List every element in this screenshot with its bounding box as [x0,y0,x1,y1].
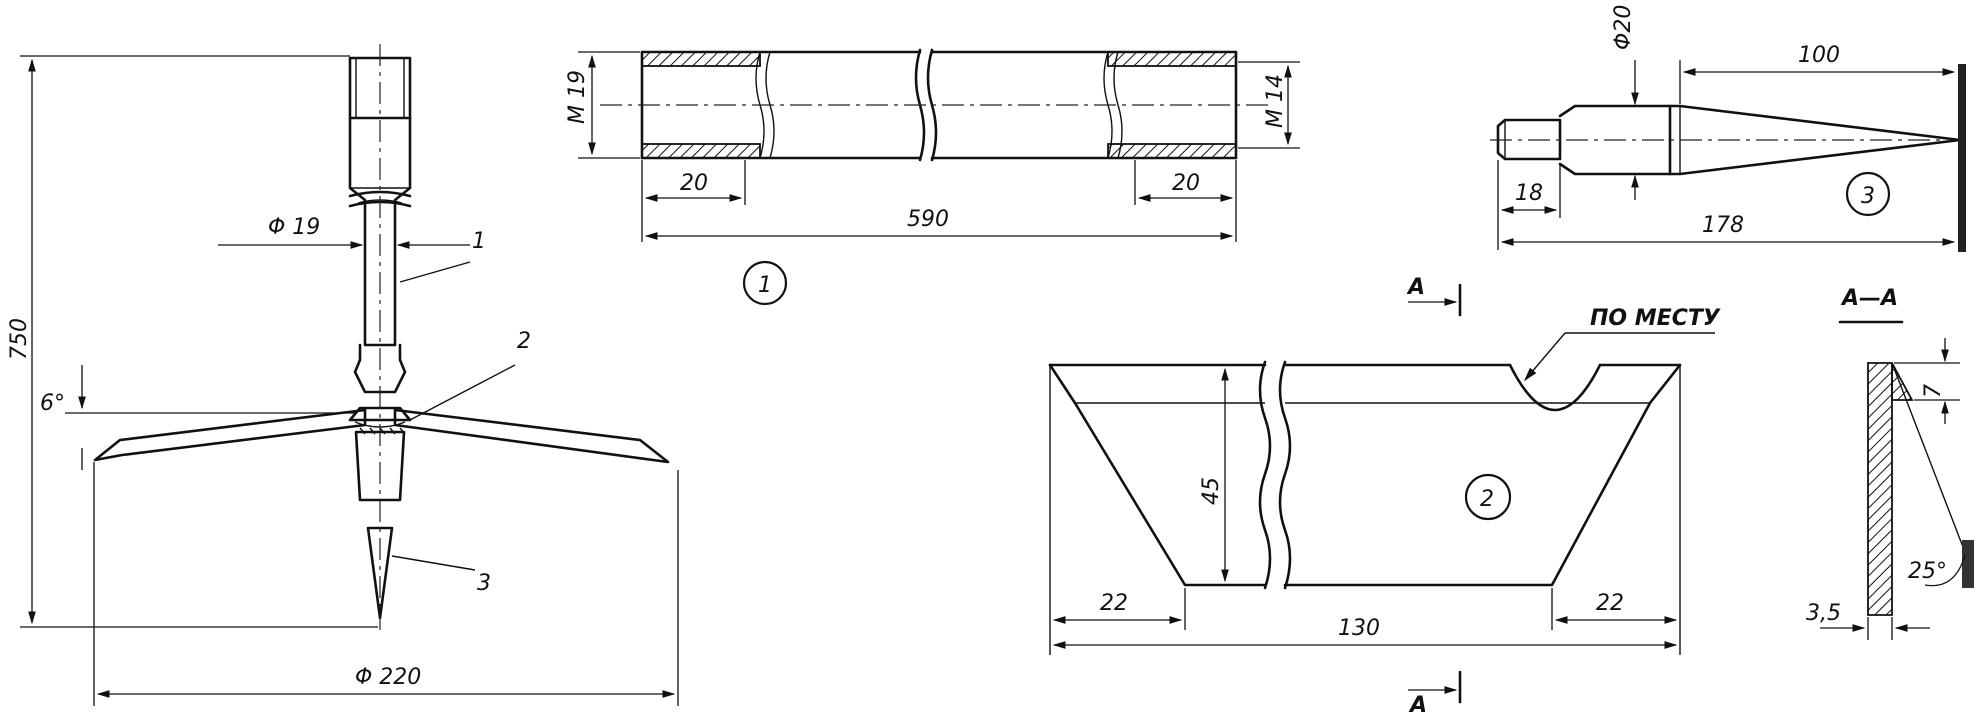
dim-total-590: 590 [907,207,949,232]
part-1-label: 1 [758,273,772,298]
dim-thread-18: 18 [1515,181,1543,206]
main-view: 1 2 3 750 Φ 19 6° Φ 220 [7,44,679,706]
part-1-callout [742,260,788,306]
dim-left-20: 20 [680,171,708,196]
part-3-label: 3 [1861,184,1875,209]
handle [348,56,412,394]
dim-height-750: 750 [7,318,32,360]
spike [354,44,406,630]
leader-1-label: 1 [472,229,486,254]
blades [93,406,670,464]
part-3-view: Φ20 100 18 178 3 [1490,5,1966,252]
dim-handle-diameter: Φ 19 [268,215,320,240]
note-po-mestu: ПО МЕСТУ [1590,306,1721,331]
leader-2-label: 2 [517,329,531,354]
dim-section-thickness: 3,5 [1806,601,1841,626]
dim-total-178: 178 [1702,213,1744,238]
dim-right-20: 20 [1172,171,1200,196]
dim-thread-m14: M 14 [1263,74,1288,128]
dim-tip-100: 100 [1798,43,1840,68]
part-2-label: 2 [1480,487,1494,512]
dim-section-angle-25: 25° [1908,559,1947,584]
dim-span-220: Φ 220 [355,665,421,690]
dim-bottom-130: 130 [1338,616,1380,641]
dim-section-7: 7 [1921,384,1946,398]
dim-height-45: 45 [1199,477,1224,505]
dim-spike-diameter: Φ20 [1611,5,1636,50]
dim-right-22: 22 [1596,591,1624,616]
leader-3-label: 3 [477,571,491,596]
part-1-view: M 19 M 14 20 20 590 1 [565,48,1300,306]
dim-left-22: 22 [1100,591,1128,616]
part-2-callout [1464,473,1512,521]
section-aa-view: А—А 7 25° 3,5 [1806,286,1974,640]
dim-thread-m19: M 19 [565,70,590,124]
part-2-view: 45 22 22 130 ПО МЕСТУ А А 2 [1048,275,1721,717]
section-mark-bottom: А [1408,693,1427,717]
section-aa-title: А—А [1840,286,1898,311]
dim-angle-6: 6° [40,391,65,416]
section-mark-top: А [1406,275,1425,300]
part-3-callout [1845,171,1891,217]
